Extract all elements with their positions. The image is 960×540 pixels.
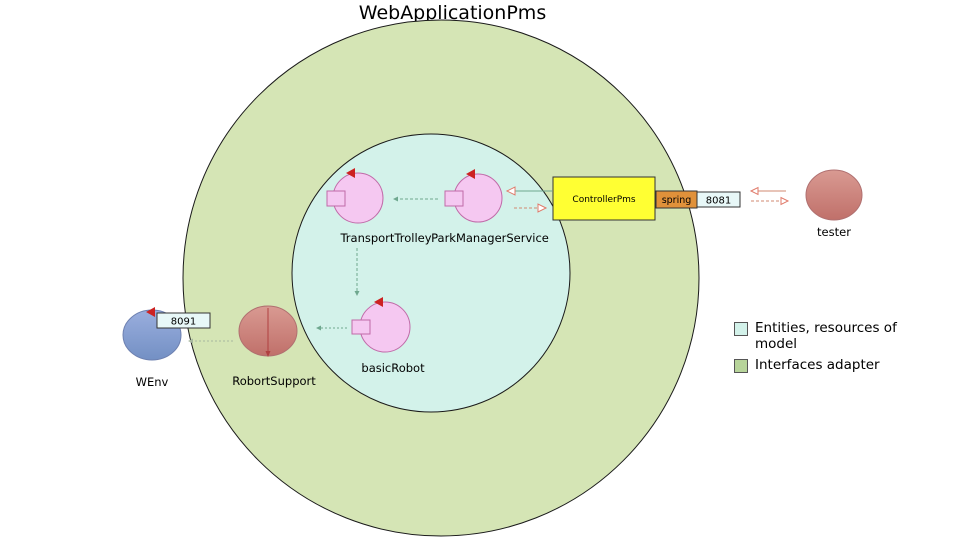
legend-label-entities: Entities, resources of model xyxy=(755,320,897,352)
actor-marker-icon xyxy=(466,169,475,179)
controller-pms-label: ControllerPms xyxy=(572,195,635,205)
arrowhead-tester-port xyxy=(749,186,759,196)
transport-trolley-label: TransportTrolley xyxy=(339,231,431,245)
tester-label: tester xyxy=(817,225,851,239)
wenv-marker-icon xyxy=(146,307,155,317)
tester-node xyxy=(805,169,863,221)
entities-core-circle xyxy=(291,133,571,413)
robort-support-arrowhead xyxy=(265,351,271,357)
legend-swatch-adapter xyxy=(734,359,748,373)
arrowhead-pms-trolley xyxy=(393,196,398,202)
arrowhead-trolley-robot xyxy=(354,291,360,296)
legend-label-adapter: Interfaces adapter xyxy=(755,357,880,373)
park-manager-service-actor xyxy=(444,169,503,223)
arrowhead-controller-pms xyxy=(505,186,516,196)
legend-item-entities: Entities, resources of model xyxy=(733,320,930,352)
arrowhead-support-wenv xyxy=(188,338,193,344)
arrowhead-robot-support xyxy=(316,325,321,331)
wenv-label: WEnv xyxy=(136,375,169,389)
basic-robot-label: basicRobot xyxy=(361,361,425,375)
park-manager-service-label: ParkManagerService xyxy=(431,231,549,245)
controller-pms-box xyxy=(552,176,656,221)
spring-label: spring xyxy=(662,195,692,206)
transport-trolley-actor xyxy=(326,168,384,224)
robort-support-label: RobortSupport xyxy=(232,374,316,388)
arrowhead-port-tester xyxy=(780,196,790,206)
port-8091-box xyxy=(156,312,211,329)
actor-port-box xyxy=(351,319,371,335)
port-8081-label: 8081 xyxy=(706,196,731,207)
port-8091-label: 8091 xyxy=(171,317,196,328)
basic-robot-actor xyxy=(351,297,411,353)
legend-item-adapter: Interfaces adapter xyxy=(733,357,930,373)
legend-swatch-entities xyxy=(734,322,748,336)
actor-marker-icon xyxy=(346,168,355,178)
actor-port-box xyxy=(326,190,346,207)
actor-marker-icon xyxy=(374,297,383,307)
diagram-title: WebApplicationPms xyxy=(358,2,547,24)
arrowhead-pms-controller xyxy=(537,203,548,213)
legend: Entities, resources of model Interfaces … xyxy=(733,320,930,373)
actor-port-box xyxy=(444,190,464,207)
port-8081-box xyxy=(696,191,741,208)
